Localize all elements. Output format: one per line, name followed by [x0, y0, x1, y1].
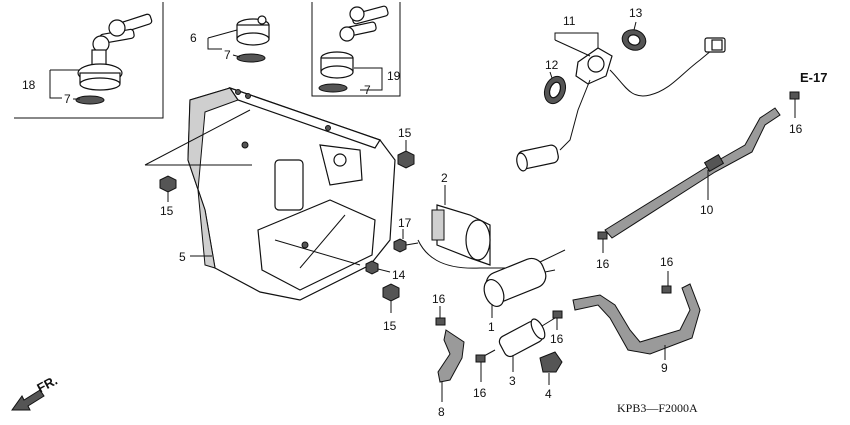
- callout-15-b: 15: [398, 126, 412, 140]
- fuel-hose-10: [604, 107, 781, 239]
- fuel-filter-3: [483, 317, 556, 358]
- clip-16-c: [552, 310, 563, 319]
- nut-15-bottom: [382, 283, 400, 302]
- callout-16-a: 16: [432, 292, 446, 306]
- fuel-hose-8: [437, 329, 465, 383]
- nut-15-top: [397, 150, 415, 169]
- callout-11: 11: [563, 14, 576, 28]
- callout-2: 2: [441, 171, 448, 185]
- callout-4: 4: [545, 387, 552, 401]
- filter-holder-4: [539, 351, 563, 373]
- bracket-2: [431, 204, 491, 266]
- locking-cap-19: [318, 5, 389, 93]
- callout-19: 19: [387, 69, 401, 83]
- callout-7-b: 7: [224, 48, 231, 62]
- fuel-hose-9: [572, 283, 701, 355]
- clip-16-b: [475, 354, 486, 363]
- callout-6: 6: [190, 31, 197, 45]
- cap-inset-box: [311, 2, 401, 97]
- callout-17: 17: [398, 216, 412, 230]
- clip-16-d: [597, 231, 608, 240]
- callout-10: 10: [700, 203, 714, 217]
- clip-16-a: [435, 317, 446, 326]
- callout-16-b: 16: [473, 386, 487, 400]
- callout-7-c: 7: [364, 83, 371, 97]
- front-arrow-icon: [11, 389, 45, 411]
- callout-16-d: 16: [596, 257, 610, 271]
- callout-15-a: 15: [160, 204, 174, 218]
- clip-16-e: [661, 285, 672, 294]
- callout-18: 18: [22, 78, 36, 92]
- callout-16-f: 16: [789, 122, 803, 136]
- callout-13: 13: [629, 6, 643, 20]
- diagram-code: KPB3—F2000A: [617, 401, 698, 415]
- reference-e17: E-17: [800, 70, 827, 85]
- bolt-17: [393, 238, 419, 253]
- fuel-unit-11: [516, 37, 726, 172]
- key-set-18: [75, 13, 153, 105]
- callout-5: 5: [179, 250, 186, 264]
- callout-16-c: 16: [550, 332, 564, 346]
- callout-1: 1: [488, 320, 495, 334]
- clip-14: [365, 260, 379, 275]
- callout-7-a: 7: [64, 92, 71, 106]
- nut-15-left: [159, 175, 177, 193]
- key-set-inset-box: [14, 2, 164, 119]
- callout-3: 3: [509, 374, 516, 388]
- fuel-pump-1: [483, 249, 566, 308]
- callout-8: 8: [438, 405, 445, 419]
- callout-12: 12: [545, 58, 559, 72]
- seal-12: [543, 75, 567, 105]
- retainer-13: [621, 29, 647, 51]
- callout-14: 14: [392, 268, 406, 282]
- fuel-tank-5: [187, 86, 396, 301]
- callout-15-c: 15: [383, 319, 397, 333]
- clip-16-f: [789, 91, 800, 100]
- callout-9: 9: [661, 361, 668, 375]
- fuel-cap-6: [236, 15, 270, 63]
- callout-16-e: 16: [660, 255, 674, 269]
